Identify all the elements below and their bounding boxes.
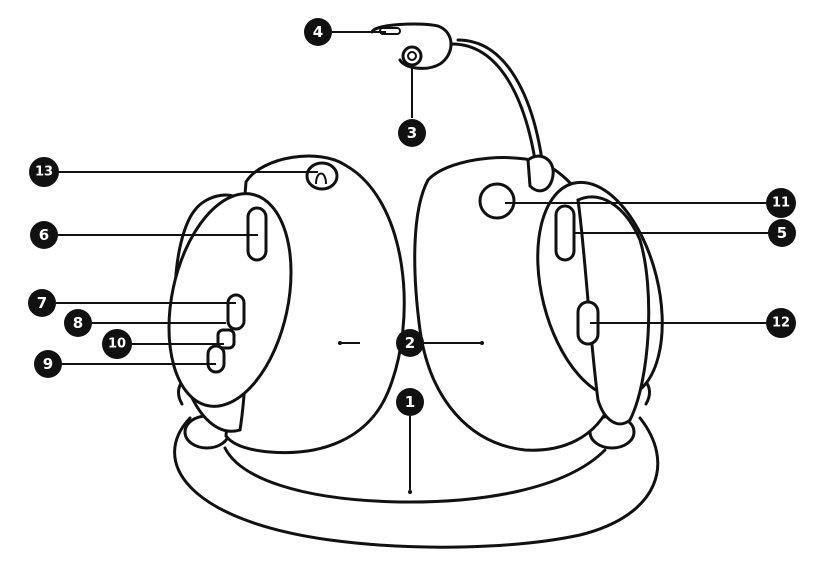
left-earcup	[151, 156, 404, 453]
left-port-13	[307, 163, 337, 189]
mic-capsule	[403, 47, 421, 65]
callout-6: 6	[30, 221, 58, 249]
left-switch-8	[218, 330, 234, 348]
callout-11-label: 11	[772, 196, 790, 211]
callout-11: 11	[766, 188, 796, 218]
right-port-11	[480, 184, 514, 218]
callout-3-label: 3	[407, 124, 417, 142]
callout-9-label: 9	[43, 355, 53, 373]
callout-12-label: 12	[772, 316, 790, 331]
callout-1: 1	[396, 388, 424, 416]
callout-7-label: 7	[37, 294, 47, 312]
callout-8: 8	[64, 309, 92, 337]
callout-2-label: 2	[405, 334, 415, 352]
callout-5: 5	[768, 219, 796, 247]
callout-13: 13	[29, 157, 59, 187]
callout-8-label: 8	[73, 314, 83, 332]
callout-9: 9	[34, 350, 62, 378]
callout-10-label: 10	[108, 337, 126, 352]
callout-7: 7	[28, 289, 56, 317]
callout-2: 2	[396, 329, 424, 357]
callout-10: 10	[102, 329, 132, 359]
left-button-9	[208, 346, 224, 372]
leader-lines	[56, 32, 768, 490]
right-earcup	[415, 156, 683, 450]
callout-1-label: 1	[405, 393, 415, 411]
callout-4: 4	[304, 18, 332, 46]
boom-socket	[528, 156, 553, 191]
callout-13-label: 13	[35, 165, 53, 180]
microphone-boom	[372, 24, 542, 160]
left-button-7	[228, 295, 244, 329]
callout-5-label: 5	[777, 224, 787, 242]
callout-3: 3	[398, 119, 426, 147]
callout-4-label: 4	[313, 23, 323, 41]
callout-12: 12	[766, 308, 796, 338]
callout-6-label: 6	[39, 226, 49, 244]
right-volume-wheel	[556, 206, 574, 260]
